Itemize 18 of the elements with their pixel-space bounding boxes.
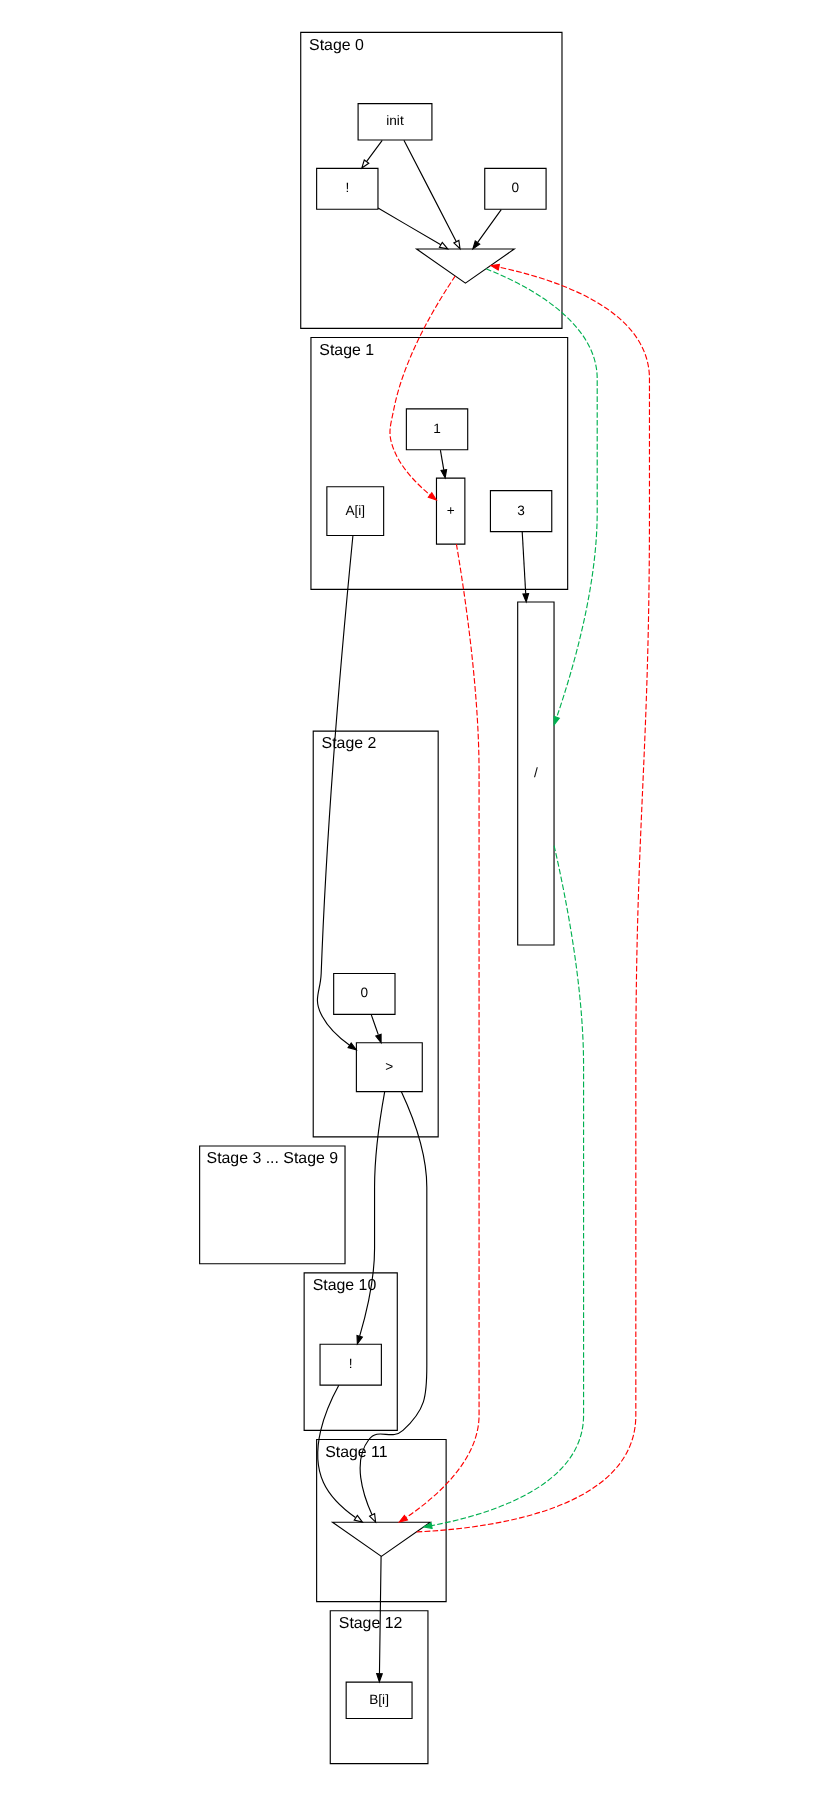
- arrow: [520, 531, 529, 604]
- arrow: [421, 845, 584, 1530]
- arrow: [358, 1091, 427, 1524]
- arrow: [388, 275, 455, 502]
- arrow: [359, 139, 382, 170]
- arrow: [470, 209, 501, 251]
- arrow: [316, 1384, 363, 1524]
- arrow: [369, 1013, 381, 1045]
- arrow: [355, 1091, 385, 1346]
- arrow: [484, 268, 597, 727]
- arrow: [402, 139, 460, 251]
- arrow: [376, 207, 449, 250]
- arrow: [415, 263, 650, 1533]
- arrow: [438, 449, 447, 480]
- arrow: [396, 543, 479, 1523]
- arrow: [315, 535, 357, 1051]
- arrow: [374, 1555, 383, 1684]
- node-triangle: [413, 248, 516, 284]
